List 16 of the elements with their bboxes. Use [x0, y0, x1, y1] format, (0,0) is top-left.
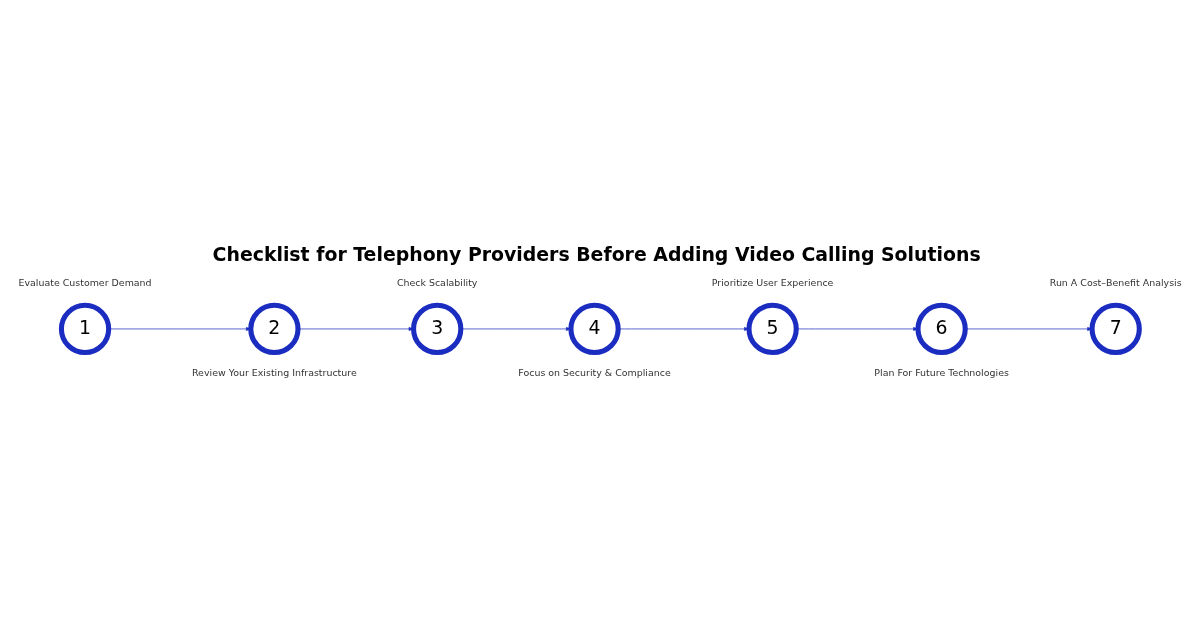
diagram-title: Checklist for Telephony Providers Before Adding Video Calling Solutions [212, 242, 981, 265]
node-circle: 1 [58, 302, 112, 355]
node-circle: 3 [411, 302, 464, 355]
arrow [964, 326, 1093, 331]
node-label: Run A Cost–Benefit Analysis [1049, 276, 1182, 288]
arrow [460, 326, 572, 331]
node-label: Check Scalability [396, 276, 478, 288]
arrow [618, 326, 750, 331]
node-label: Prioritize User Experience [711, 276, 834, 288]
node-label: Plan For Future Technologies [874, 366, 1009, 378]
node-label: Review Your Existing Infrastructure [191, 366, 357, 378]
arrow [108, 326, 252, 331]
node-label: Focus on Security & Compliance [518, 366, 671, 378]
arrow [297, 326, 414, 331]
node-label: Evaluate Customer Demand [18, 276, 152, 288]
arrow [795, 326, 919, 331]
